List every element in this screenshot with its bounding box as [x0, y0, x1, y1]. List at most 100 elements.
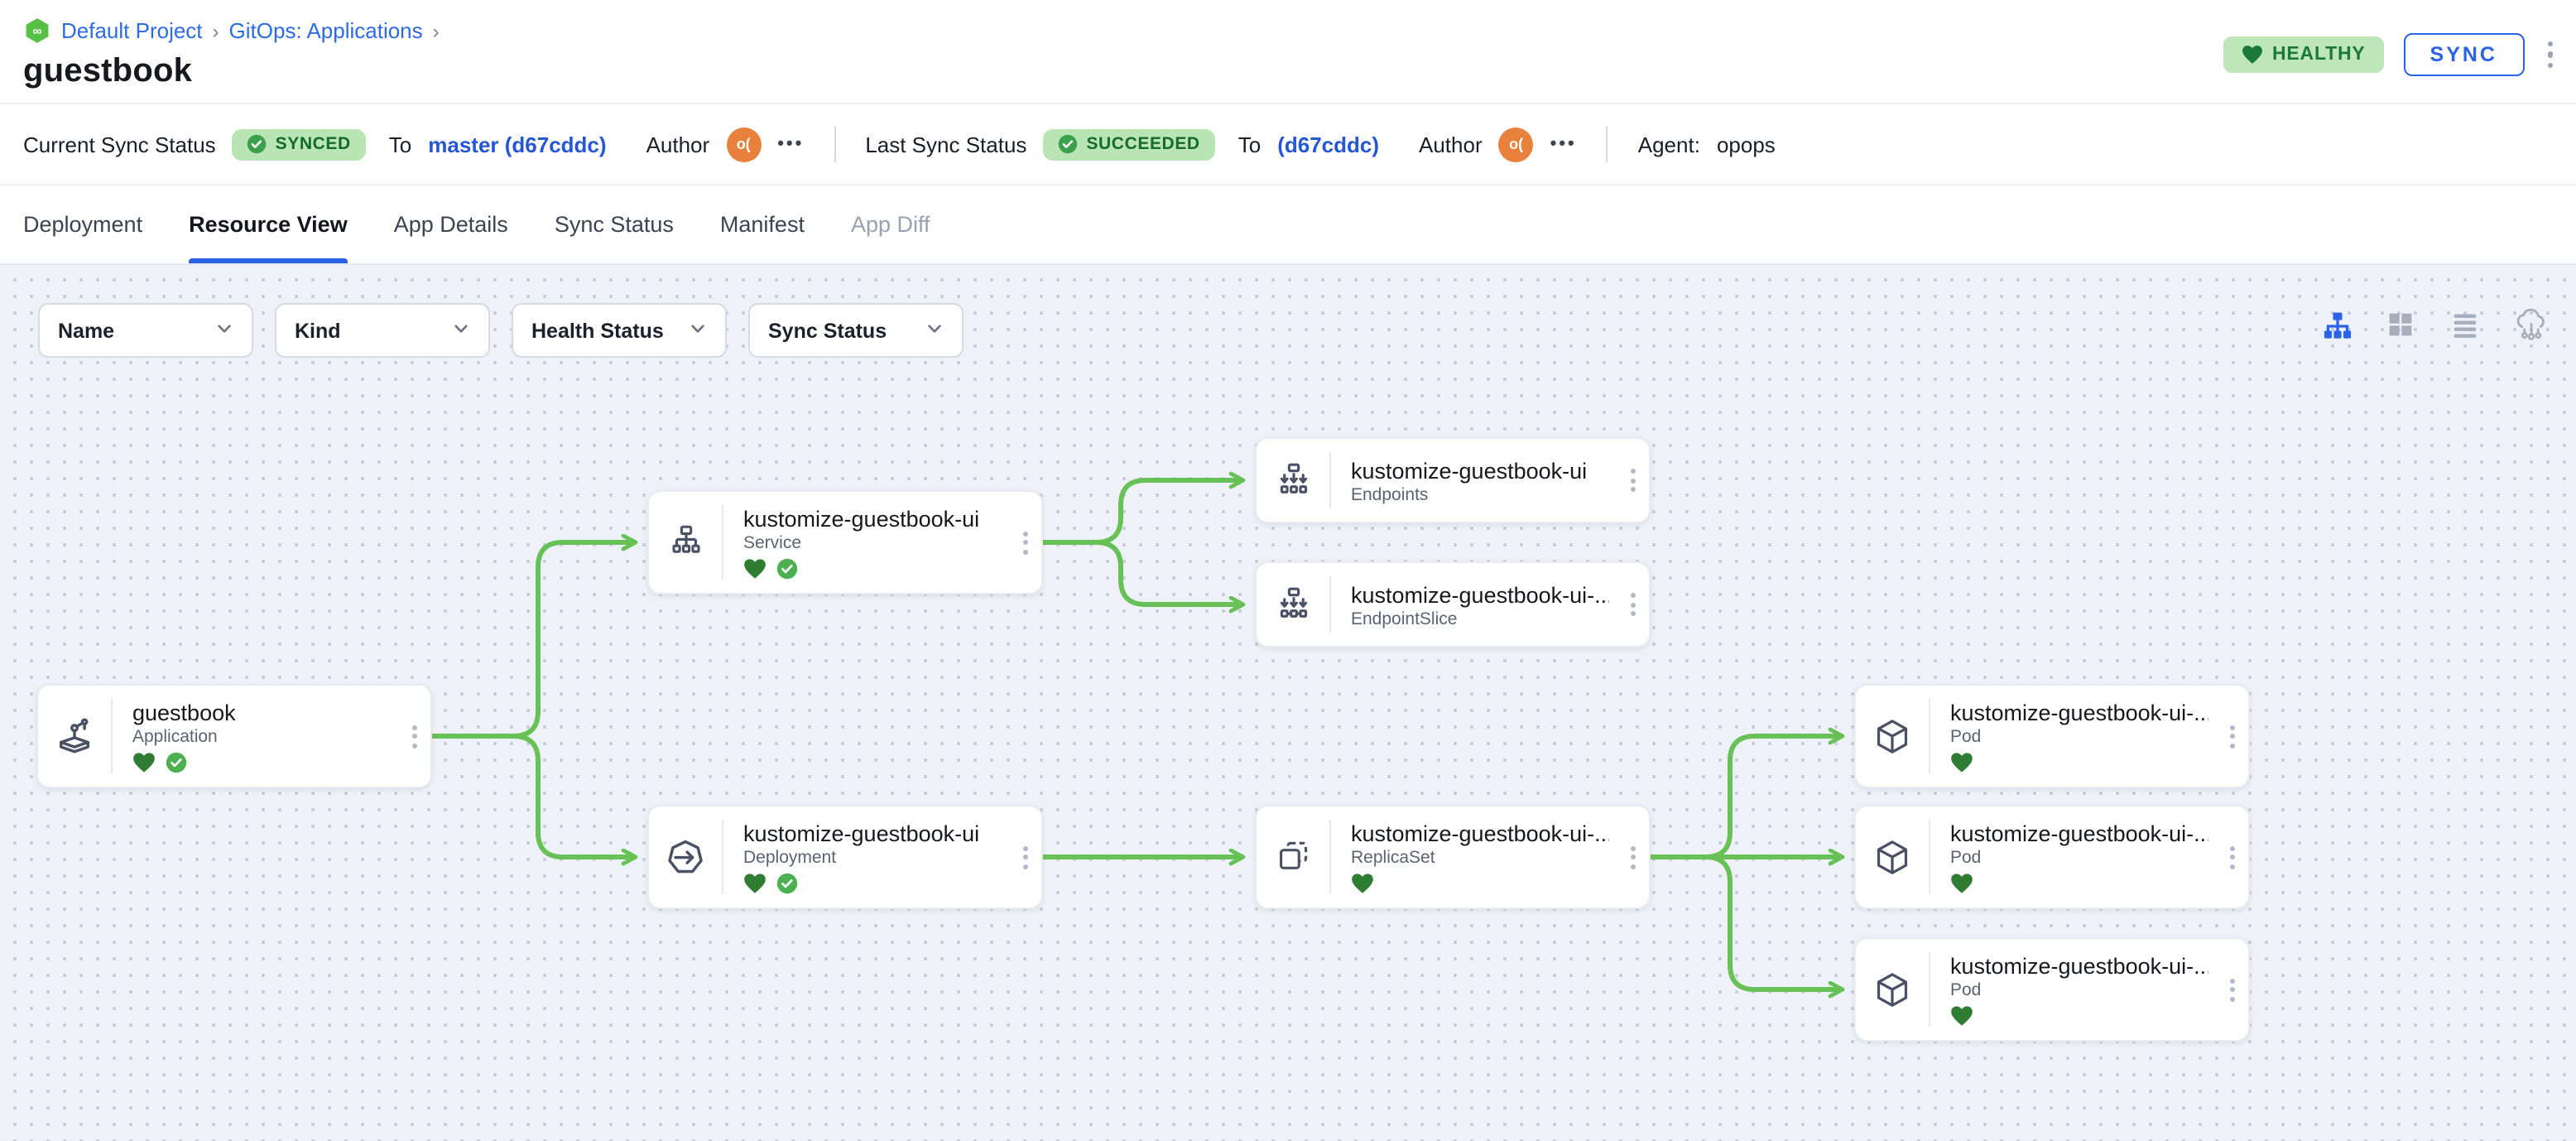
endpointslice-icon [1257, 563, 1329, 646]
divider [1329, 820, 1331, 894]
header-kebab-menu-icon[interactable] [2544, 38, 2556, 72]
node-title: kustomize-guestbook-ui-... [1950, 700, 2208, 725]
resource-node-pod-pod3[interactable]: kustomize-guestbook-ui-...Pod [1854, 937, 2250, 1042]
synced-check-icon [776, 873, 798, 894]
filter-label: Health Status [531, 319, 664, 342]
endpoints-icon [1257, 439, 1329, 522]
healthy-heart-icon [133, 753, 155, 773]
tab-deployment[interactable]: Deployment [23, 212, 143, 237]
node-kind: Service [743, 533, 802, 553]
author-label: Author [1419, 132, 1483, 156]
divider [722, 505, 723, 580]
node-kind: EndpointSlice [1351, 609, 1458, 628]
node-body: kustomize-guestbook-ui-...Pod [1930, 806, 2215, 908]
node-status-icons [743, 873, 1002, 894]
chevron-down-icon [689, 319, 707, 342]
node-kebab-menu-icon[interactable] [2215, 939, 2248, 1040]
chevron-down-icon [215, 319, 233, 342]
agent-value: opops [1716, 132, 1776, 156]
tab-manifest[interactable]: Manifest [719, 212, 805, 237]
to-label: To [1238, 132, 1262, 156]
node-kebab-menu-icon[interactable] [1008, 806, 1041, 908]
node-title: kustomize-guestbook-ui [743, 507, 980, 532]
node-kind: Pod [1950, 848, 1982, 868]
filter-label: Name [58, 319, 115, 342]
node-kebab-menu-icon[interactable] [2215, 806, 2248, 908]
breadcrumb: ∞ Default Project › GitOps: Applications… [23, 17, 440, 45]
node-body: kustomize-guestbook-ui-...ReplicaSet [1331, 806, 1616, 908]
tab-app-details[interactable]: App Details [393, 212, 508, 237]
healthy-heart-icon [1352, 874, 1373, 893]
node-kind: Deployment [743, 848, 837, 868]
synced-check-icon [776, 558, 798, 580]
node-kebab-menu-icon[interactable] [1616, 563, 1649, 646]
node-kebab-menu-icon[interactable] [1616, 439, 1649, 522]
author-avatar: o( [1498, 127, 1534, 161]
node-body: kustomize-guestbook-ui-...Pod [1930, 939, 2215, 1040]
author-label: Author [646, 132, 710, 156]
divider [1929, 699, 1930, 773]
node-kind: ReplicaSet [1351, 848, 1435, 868]
edge-svc-to-eps [1040, 540, 1242, 604]
edge-app-to-dep [428, 734, 634, 857]
filter-label: Kind [295, 319, 341, 342]
to-label: To [388, 132, 412, 156]
list-view-icon[interactable] [2449, 308, 2485, 344]
node-kebab-menu-icon[interactable] [1616, 806, 1649, 908]
pod-icon [1856, 939, 1929, 1040]
divider [1929, 820, 1930, 894]
node-kebab-menu-icon[interactable] [397, 686, 430, 787]
last-commit-link[interactable]: (d67cddc) [1277, 132, 1379, 156]
synced-check-icon [166, 752, 187, 773]
healthy-heart-icon [1951, 753, 1973, 773]
app-tabs: Deployment Resource View App Details Sync S… [0, 185, 2576, 265]
pod-icon [1856, 806, 1929, 908]
node-kind: Pod [1950, 980, 1982, 1000]
sync-button[interactable]: SYNC [2403, 33, 2524, 76]
author-avatar: o( [726, 127, 762, 161]
resource-node-pod-pod2[interactable]: kustomize-guestbook-ui-...Pod [1854, 805, 2250, 909]
tab-sync-status[interactable]: Sync Status [554, 212, 674, 237]
node-kebab-menu-icon[interactable] [2215, 686, 2248, 787]
node-status-icons [1351, 873, 1609, 894]
node-title: kustomize-guestbook-ui-... [1351, 582, 1609, 607]
current-commit-link[interactable]: master (d67cddc) [428, 132, 607, 156]
divider [834, 126, 836, 162]
breadcrumb-project[interactable]: Default Project [61, 18, 203, 43]
filter-sync-status-dropdown[interactable]: Sync Status [748, 303, 964, 358]
healthy-heart-icon [1951, 1006, 1973, 1026]
resource-node-endpointslice-eps[interactable]: kustomize-guestbook-ui-... EndpointSlice [1255, 561, 1651, 648]
agent-label: Agent: [1637, 132, 1700, 156]
heart-icon [2242, 46, 2261, 64]
succeeded-badge: SUCCEEDED [1043, 128, 1215, 160]
tab-resource-view[interactable]: Resource View [189, 185, 348, 263]
filter-name-dropdown[interactable]: Name [38, 303, 253, 358]
breadcrumb-separator: › [212, 19, 219, 42]
node-title: kustomize-guestbook-ui-... [1950, 821, 2208, 846]
cluster-view-icon[interactable] [2513, 308, 2550, 344]
commit-message-more-icon[interactable]: ••• [1550, 134, 1577, 154]
chevron-down-icon [452, 319, 470, 342]
deployment-icon [649, 806, 722, 908]
breadcrumb-section[interactable]: GitOps: Applications [228, 18, 423, 43]
resource-node-replicaset-rs[interactable]: kustomize-guestbook-ui-...ReplicaSet [1255, 805, 1651, 909]
node-kebab-menu-icon[interactable] [1008, 492, 1041, 593]
tree-view-icon[interactable] [2319, 308, 2356, 344]
succeeded-badge-label: SUCCEEDED [1086, 134, 1200, 154]
commit-message-more-icon[interactable]: ••• [777, 134, 805, 154]
filter-label: Sync Status [768, 319, 887, 342]
filter-health-status-dropdown[interactable]: Health Status [512, 303, 727, 358]
svg-text:∞: ∞ [32, 25, 41, 39]
node-title: guestbook [132, 700, 236, 725]
resource-node-pod-pod1[interactable]: kustomize-guestbook-ui-...Pod [1854, 684, 2250, 788]
filter-kind-dropdown[interactable]: Kind [275, 303, 490, 358]
node-status-icons [1950, 752, 2208, 773]
node-status-icons [132, 752, 391, 773]
grid-view-icon[interactable] [2384, 308, 2420, 344]
